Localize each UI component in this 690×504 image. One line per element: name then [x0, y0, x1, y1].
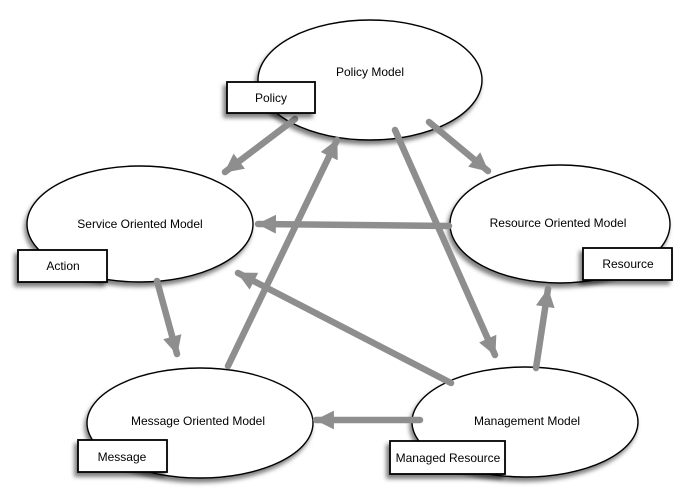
edge-management-to-service-arrow	[234, 269, 455, 387]
edge-message-to-policy-arrow	[224, 136, 341, 370]
message-oriented-model-label: Message Oriented Model	[131, 414, 265, 428]
policy-tag-label: Policy	[255, 91, 287, 105]
resource-tag-label: Resource	[602, 257, 654, 271]
tag-box-managed-resource: Managed Resource	[389, 440, 506, 475]
edge-service-to-message-arrow	[153, 277, 182, 358]
action-tag-label: Action	[46, 259, 79, 273]
tag-box-resource: Resource	[582, 247, 673, 281]
edge-management-to-resource-arrow	[532, 285, 555, 372]
management-model-label: Management Model	[474, 414, 580, 428]
edge-policy-to-service-arrow	[221, 115, 299, 176]
edges	[153, 115, 555, 430]
edge-policy-to-management-arrow	[391, 126, 499, 359]
resource-tag-rect	[582, 247, 673, 281]
managed-resource-tag-label: Managed Resource	[396, 451, 501, 465]
tag-box-policy: Policy	[226, 81, 316, 114]
edge-policy-to-resource-arrow	[425, 118, 492, 175]
policy-model-label: Policy Model	[336, 65, 404, 79]
edge-resource-to-service-arrow	[254, 214, 453, 234]
tag-box-action: Action	[17, 249, 108, 283]
message-tag-label: Message	[98, 450, 147, 464]
resource-oriented-model-label: Resource Oriented Model	[490, 216, 627, 230]
policy-tag-rect	[226, 81, 316, 114]
managed-resource-tag-rect	[389, 440, 506, 475]
service-oriented-model-label: Service Oriented Model	[77, 217, 202, 231]
message-tag-rect	[77, 439, 168, 473]
tag-box-message: Message	[77, 439, 168, 473]
action-tag-rect	[17, 249, 108, 283]
